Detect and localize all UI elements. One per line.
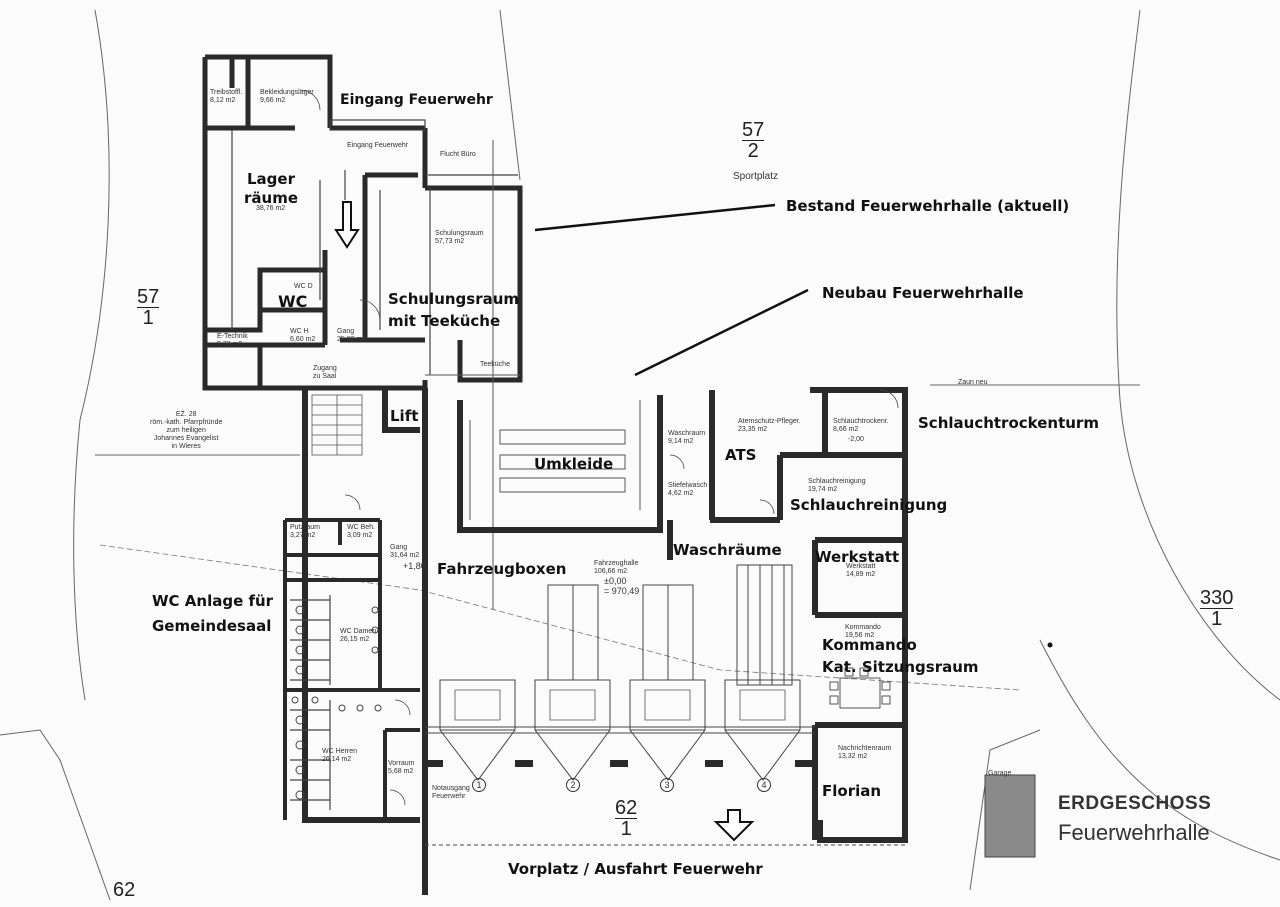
room-stiefelwasch: Stiefelwasch 4,62 m2 [668, 482, 708, 497]
room-bekleidung: Bekleidungslager 9,66 m2 [260, 89, 314, 104]
parcel-boundary-east [1116, 9, 1280, 701]
label-schulungsraum: Schulungsraum mit Teeküche [388, 290, 520, 330]
room-gang-mid: Gang 31,64 m2 [390, 544, 420, 559]
room-teekueche: Teeküche [480, 361, 510, 368]
room-schulung: Schulungsraum 57,73 m2 [435, 230, 484, 245]
bay-number: 3 [660, 778, 674, 792]
room-lager-area: 38,76 m2 [256, 205, 286, 212]
room-wc-damen: WC Damen 26,15 m2 [340, 628, 377, 643]
parcel-line-southwest [0, 729, 111, 901]
label-schlauchreinigung: Schlauchreinigung [790, 496, 948, 514]
parcel-57-2-sub: Sportplatz [733, 171, 779, 182]
parcel-62: 62 [113, 879, 136, 901]
bay-number: 1 [472, 778, 486, 792]
parcel-line-southeast [1039, 639, 1280, 861]
room-treibstoff: Treibstoffl. 8,12 m2 [210, 89, 243, 104]
room-gang-top: Gang 25,80 m2 [337, 328, 367, 343]
room-schlauchrein: Schlauchreinigung 19,74 m2 [808, 478, 866, 493]
new-building-walls [302, 387, 908, 895]
room-wc-d: WC D [294, 283, 313, 290]
label-kommando: Kommando Kat. Sitzungsraum [822, 636, 979, 676]
label-lager-raeume: Lager räume [244, 170, 299, 207]
room-schlauchtrocken: Schlauchtrockenr. 8,66 m2 [833, 418, 889, 433]
room-wc-h: WC H 6,60 m2 [290, 328, 316, 343]
label-lift: Lift [390, 407, 419, 425]
room-nachrichten: Nachrichtenraum 13,32 m2 [838, 745, 892, 760]
hall-columns [425, 760, 813, 767]
room-flucht: Flucht Büro [440, 151, 476, 158]
garage-block [984, 774, 1036, 858]
label-fahrzeugboxen: Fahrzeugboxen [437, 560, 567, 578]
room-fahrzeughalle-level: ±0,00 = 970,49 [604, 576, 640, 596]
label-wc-anlage: WC Anlage für Gemeindesaal [152, 592, 274, 635]
label-schlauchtrockenturm: Schlauchtrockenturm [918, 414, 1099, 432]
title-erdgeschoss: ERDGESCHOSS [1058, 793, 1212, 814]
bestand-leader-line [534, 203, 776, 232]
label-neubau: Neubau Feuerwehrhalle [822, 284, 1024, 302]
room-putzraum: Putzraum 3,27 m2 [290, 524, 320, 539]
label-eingang-feuerwehr: Eingang Feuerwehr [340, 92, 493, 108]
room-gang-level: +1,80 [403, 561, 426, 571]
label-bestand: Bestand Feuerwehrhalle (aktuell) [786, 197, 1070, 215]
bay-number: 2 [566, 778, 580, 792]
room-schlauchtrocken-level: -2,00 [848, 436, 864, 443]
title-feuerwehrhalle: Feuerwehrhalle [1058, 820, 1210, 845]
entrance-arrow-icon [334, 201, 360, 249]
room-wc-beh: WC Beh. 3,09 m2 [347, 524, 376, 539]
room-vorraum: Vorraum 5,68 m2 [388, 760, 415, 775]
room-kommando: Kommando 19,56 m2 [845, 624, 881, 639]
parcel-boundary-west [73, 9, 110, 701]
cadastral-line [99, 544, 1021, 691]
label-ats: ATS [725, 446, 757, 464]
room-fahrzeughalle: Fahrzeughalle 106,66 m2 [594, 560, 639, 575]
room-waschraum: Waschraum 9,14 m2 [668, 430, 706, 445]
room-wc-herren: WC Herren 26,14 m2 [322, 748, 358, 763]
label-florian: Florian [822, 782, 882, 800]
room-notausgang: Notausgang Feuerwehr [432, 785, 470, 800]
label-werkstatt: Werkstatt [815, 548, 900, 566]
label-wc: WC [278, 292, 308, 311]
exit-arrow-icon [713, 809, 755, 842]
bay-number: 4 [757, 778, 771, 792]
label-umkleide: Umkleide [534, 455, 614, 473]
note-zaun: Zaun neu [958, 379, 988, 386]
room-zugang: Zugang zu Saal [313, 365, 337, 380]
room-eingang-fw: Eingang Feuerwehr [347, 142, 409, 149]
parcel-line-south [969, 729, 1041, 891]
room-werkstatt: Werkstatt 14,89 m2 [846, 563, 876, 578]
room-etechnik: E-Technik 9,73 m2 [217, 333, 248, 348]
note-ez: EZ. 28 röm.-kath. Pfarrpfründe zum heili… [150, 411, 223, 450]
boundary-line-north [499, 9, 521, 181]
room-atemschutz: Atemschutz-Pfleger. 23,35 m2 [738, 418, 801, 433]
note-garage: Garage [988, 770, 1012, 777]
label-waschraeume: Waschräume [673, 541, 782, 559]
neubau-leader-line [634, 288, 809, 377]
staircase [311, 394, 363, 456]
label-vorplatz: Vorplatz / Ausfahrt Feuerwehr [508, 860, 763, 878]
